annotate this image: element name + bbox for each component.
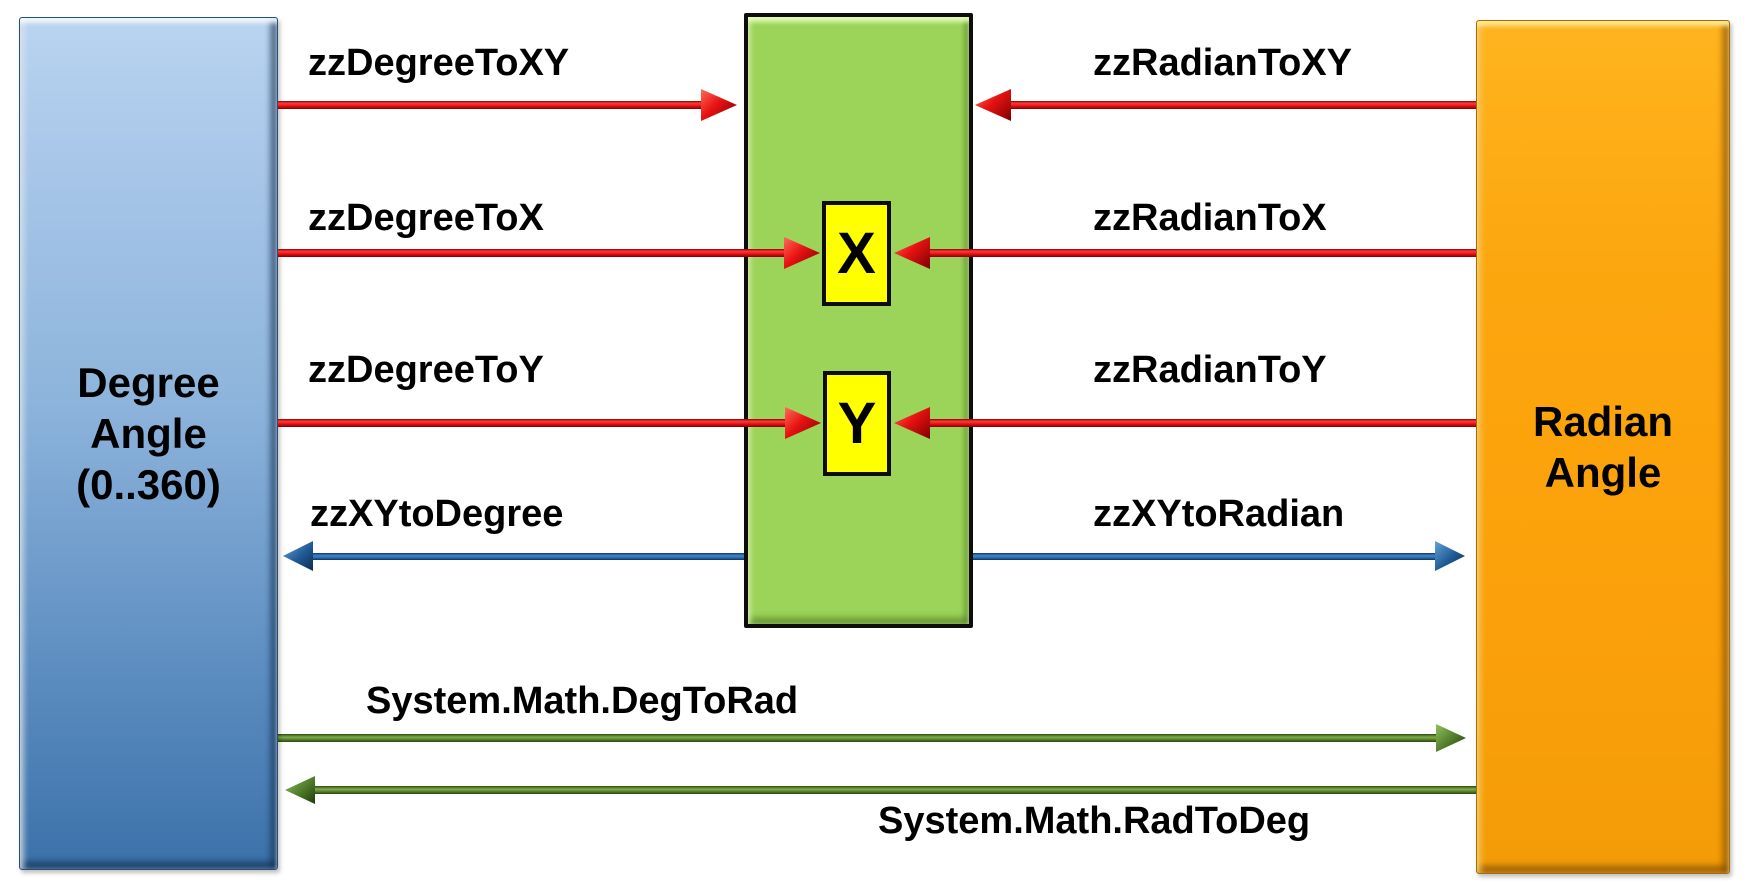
label-zz-xy-to-radian: zzXYtoRadian (1093, 493, 1345, 535)
radian-angle-line2: Angle (1544, 449, 1662, 496)
degree-angle-line1: Degree (77, 358, 220, 406)
arrow-zz-degree-to-x (278, 237, 820, 269)
label-zz-radian-to-xy: zzRadianToXY (1093, 42, 1352, 84)
arrow-system-rad-to-deg (285, 774, 1476, 806)
function-box (744, 13, 973, 628)
radian-angle-title: Radian Angle (1533, 396, 1673, 498)
arrow-zz-degree-to-xy (278, 89, 737, 121)
arrow-zz-radian-to-y (894, 407, 1476, 439)
arrowhead-right-icon (785, 407, 821, 439)
arrowhead-left-icon (283, 541, 313, 571)
degree-angle-box: Degree Angle (0..360) (19, 17, 278, 870)
arrowhead-right-icon (701, 89, 737, 121)
arrow-system-deg-to-rad (278, 722, 1466, 754)
label-zz-radian-to-y: zzRadianToY (1093, 349, 1327, 391)
radian-angle-line1: Radian (1532, 397, 1674, 445)
y-box-label: Y (837, 391, 877, 456)
label-zz-degree-to-xy: zzDegreeToXY (308, 42, 570, 84)
y-box: Y (823, 371, 891, 476)
arrow-shaft (278, 249, 790, 257)
label-zz-degree-to-y: zzDegreeToY (308, 349, 544, 391)
arrowhead-left-icon (894, 237, 930, 269)
degree-angle-line3: (0..360) (76, 461, 221, 509)
arrow-shaft (924, 249, 1476, 257)
label-zz-xy-to-degree: zzXYtoDegree (310, 493, 564, 535)
x-box-label: X (837, 221, 876, 286)
label-system-rad-to-deg: System.Math.RadToDeg (878, 800, 1311, 842)
arrowhead-right-icon (1436, 724, 1466, 752)
arrow-zz-degree-to-y (278, 407, 821, 439)
radian-angle-box: Radian Angle (1476, 20, 1730, 874)
arrowhead-right-icon (784, 237, 820, 269)
arrowhead-left-icon (975, 89, 1011, 121)
degree-angle-line2: Angle (90, 409, 207, 457)
arrowhead-left-icon (894, 407, 930, 439)
arrowhead-right-icon (1435, 541, 1465, 571)
arrow-shaft (315, 786, 1476, 794)
arrow-shaft (924, 419, 1476, 427)
arrow-zz-radian-to-xy (975, 89, 1476, 121)
arrowhead-left-icon (285, 776, 315, 804)
arrow-zz-radian-to-x (894, 237, 1476, 269)
label-zz-degree-to-x: zzDegreeToX (308, 197, 544, 239)
x-box: X (822, 201, 891, 306)
arrow-shaft (1005, 101, 1476, 109)
label-system-deg-to-rad: System.Math.DegToRad (366, 680, 799, 722)
degree-angle-title: Degree Angle (0..360) (76, 357, 221, 511)
arrow-shaft (278, 419, 791, 427)
label-zz-radian-to-x: zzRadianToX (1093, 197, 1327, 239)
arrow-shaft (278, 101, 707, 109)
arrow-shaft (278, 734, 1436, 742)
